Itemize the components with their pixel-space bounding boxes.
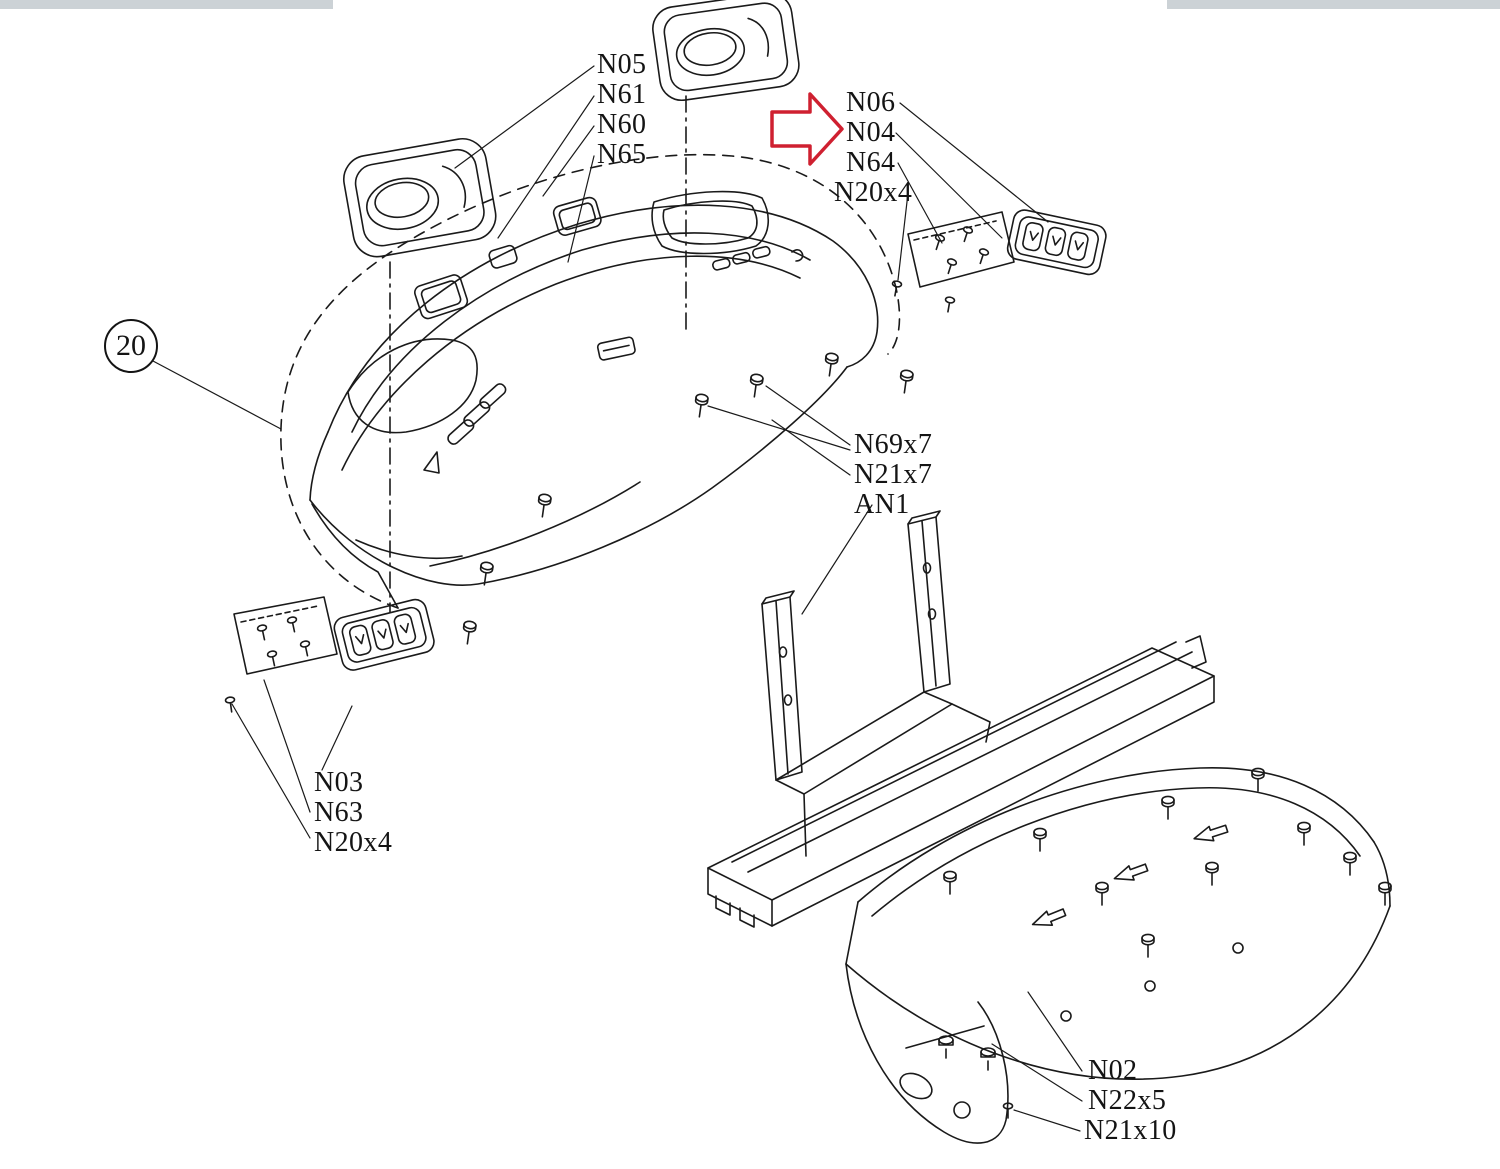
label-group-top-left: N05 N61 N60 N65 xyxy=(597,50,646,170)
bumper-panel xyxy=(845,766,1391,1144)
part-label-n22x5: N22x5 xyxy=(1088,1085,1167,1116)
label-group-bottom-right: N02 N22x5 N21x10 xyxy=(1084,1055,1177,1146)
part-label-n20x4-bottom: N20x4 xyxy=(314,827,393,858)
mounting-plate-right xyxy=(889,211,1015,314)
part-label-n61: N61 xyxy=(597,79,647,110)
part-label-n20x4-top: N20x4 xyxy=(834,177,913,208)
part-label-n63: N63 xyxy=(314,797,364,828)
cup-holder-top xyxy=(652,0,800,102)
figure-number-badge: 20 xyxy=(104,319,158,373)
part-label-n02: N02 xyxy=(1088,1055,1138,1086)
frame-bracket xyxy=(707,510,1215,928)
part-label-n05: N05 xyxy=(597,49,647,80)
vent-grille-left xyxy=(333,598,435,671)
part-label-n69x7: N69x7 xyxy=(854,429,933,460)
page-edge-strip-left xyxy=(0,0,333,9)
part-label-n64: N64 xyxy=(846,147,896,178)
part-label-an1: AN1 xyxy=(854,489,910,520)
leader-lines xyxy=(152,65,1083,1132)
mounting-plate-left xyxy=(224,596,338,714)
dashed-outline xyxy=(280,153,901,609)
part-label-n21x10: N21x10 xyxy=(1084,1115,1177,1146)
part-label-n60: N60 xyxy=(597,109,647,140)
centerline-dashdot xyxy=(389,95,687,613)
vent-grille-right xyxy=(1006,209,1107,276)
cup-holder-left xyxy=(343,137,497,258)
part-label-n04: N04 xyxy=(846,117,896,148)
figure-number: 20 xyxy=(116,329,146,362)
page-edge-strip-right xyxy=(1167,0,1500,9)
part-label-n06: N06 xyxy=(846,87,896,118)
highlight-arrow-icon xyxy=(770,92,844,166)
part-label-n03: N03 xyxy=(314,767,364,798)
label-group-middle: N69x7 N21x7 AN1 xyxy=(854,430,932,520)
part-label-n21x7: N21x7 xyxy=(854,459,933,490)
part-label-n65: N65 xyxy=(597,139,647,170)
label-group-top-right: N06 N04 N64 N20x4 xyxy=(834,87,912,208)
label-group-bottom-left: N03 N63 N20x4 xyxy=(314,768,392,858)
